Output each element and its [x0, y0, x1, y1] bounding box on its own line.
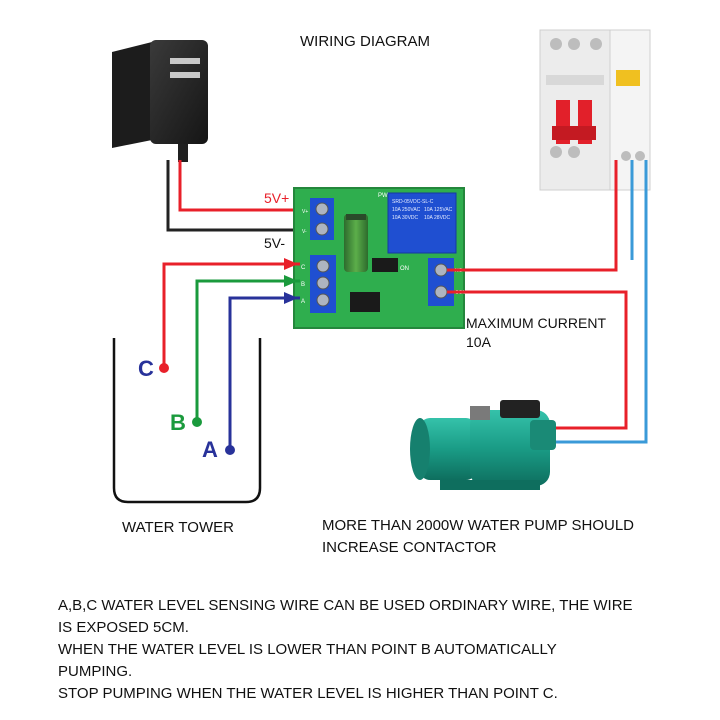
- note-line-1: A,B,C WATER LEVEL SENSING WIRE CAN BE US…: [58, 597, 633, 614]
- relay-board: V+ V- PW SRD-05VDC-SL-C 10A 250VAC 10A 3…: [293, 187, 467, 329]
- pump-note-line2: INCREASE CONTACTOR: [322, 539, 497, 556]
- pump-note-line1: MORE THAN 2000W WATER PUMP SHOULD: [322, 517, 634, 534]
- pin-vminus: V-: [302, 229, 307, 235]
- wire-c: [162, 262, 300, 368]
- point-a-label: A: [202, 437, 218, 462]
- label-pw: PW: [378, 193, 388, 199]
- relay-text-3: 10A 125VAC: [424, 207, 453, 213]
- relay-text-1: 10A 250VAC: [392, 207, 421, 213]
- wire-a: [228, 296, 300, 450]
- point-b-dot: [192, 417, 202, 427]
- max-current-line2: 10A: [466, 334, 492, 350]
- point-b-label: B: [170, 410, 186, 435]
- power-adapter: [112, 40, 208, 162]
- point-c-label: C: [138, 356, 154, 381]
- relay-text-2: 10A 30VDC: [392, 215, 419, 221]
- label-5v-minus: 5V-: [264, 235, 285, 251]
- wire-blue-breaker: [555, 160, 648, 444]
- note-line-5: STOP PUMPING WHEN THE WATER LEVEL IS HIG…: [58, 685, 558, 702]
- water-pump: [410, 400, 556, 490]
- relay-text-0: SRD-05VDC-SL-C: [392, 199, 434, 205]
- wire-5v-plus: [178, 160, 316, 212]
- water-tower-outline: [112, 338, 262, 504]
- max-current-line1: MAXIMUM CURRENT: [466, 315, 606, 331]
- pin-a: A: [301, 299, 305, 305]
- water-tower-label: WATER TOWER: [122, 519, 234, 536]
- note-line-4: PUMPING.: [58, 663, 132, 680]
- diagram-title: WIRING DIAGRAM: [300, 33, 430, 50]
- pin-b: B: [301, 282, 305, 288]
- wire-5v-minus: [166, 160, 316, 232]
- label-5v-plus: 5V+: [264, 190, 289, 206]
- pin-c: C: [301, 265, 306, 271]
- pin-vplus: V+: [302, 209, 308, 215]
- wire-b: [195, 279, 300, 422]
- point-a-dot: [225, 445, 235, 455]
- point-c-dot: [159, 363, 169, 373]
- label-on: ON: [400, 266, 409, 272]
- wire-red-no: [447, 160, 618, 272]
- relay-text-4: 10A 28VDC: [424, 215, 451, 221]
- wire-red-pump: [447, 290, 628, 430]
- note-line-3: WHEN THE WATER LEVEL IS LOWER THAN POINT…: [58, 641, 557, 658]
- note-line-2: IS EXPOSED 5CM.: [58, 619, 189, 636]
